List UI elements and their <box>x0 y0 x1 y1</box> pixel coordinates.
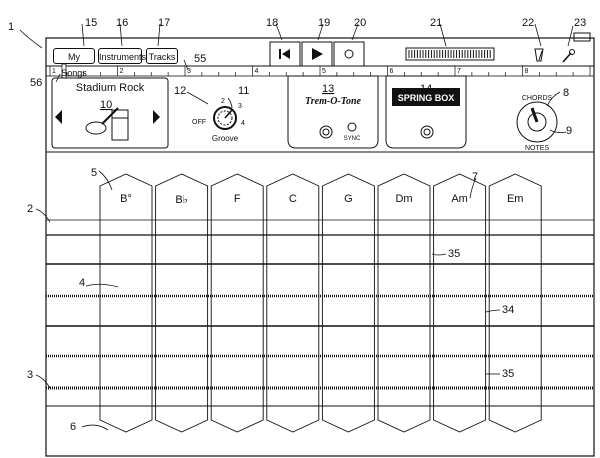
chord-label: Am <box>451 193 468 205</box>
instrument-selector[interactable] <box>51 77 169 149</box>
switch-lever <box>530 107 539 123</box>
ref-5: 5 <box>91 167 97 179</box>
ruler-label: 4 <box>255 68 259 75</box>
ref-2: 2 <box>27 203 33 215</box>
chord-strips[interactable] <box>99 173 542 433</box>
ref-16: 16 <box>116 17 128 29</box>
chord-label: B♭ <box>175 194 188 206</box>
ref-20: 20 <box>354 17 366 29</box>
record-icon <box>344 49 354 59</box>
chord-strip[interactable] <box>99 173 153 433</box>
volume-meter-ticks <box>408 50 491 58</box>
reverb-footswitch[interactable] <box>420 125 434 139</box>
chord-label: G <box>344 193 353 205</box>
ref-15: 15 <box>85 17 97 29</box>
footswitch-inner <box>322 128 330 136</box>
chord-strip[interactable] <box>377 173 431 433</box>
ref-10: 10 <box>100 99 112 111</box>
chord-label: C <box>288 193 297 205</box>
ref-21: 21 <box>430 17 442 29</box>
tracks-button[interactable]: Tracks <box>146 48 178 64</box>
notes-label: NOTES <box>525 145 549 152</box>
ruler-labels: 1 2 3 4 5 6 7 8 <box>52 68 529 75</box>
volume-slider[interactable] <box>405 47 495 61</box>
tremolo-footswitch[interactable] <box>319 125 333 139</box>
ruler-label: 6 <box>390 68 394 75</box>
ref-23: 23 <box>574 17 586 29</box>
ref-4: 4 <box>79 277 85 289</box>
instruments-button[interactable]: Instruments <box>98 48 146 64</box>
ref-7: 7 <box>472 171 478 183</box>
footswitch-inner <box>423 128 431 136</box>
ref-9: 9 <box>566 125 572 137</box>
ruler-label: 3 <box>187 68 191 75</box>
groove-3-label: 3 <box>238 103 242 110</box>
groove-label: Groove <box>212 134 239 143</box>
record-button[interactable] <box>333 41 365 67</box>
chord-label: Em <box>506 193 524 205</box>
chord-strip[interactable] <box>266 173 320 433</box>
groove-labels: OFF 2 3 4 Groove <box>192 98 245 143</box>
tremolo-pedal-name: Trem-O-Tone <box>305 96 361 107</box>
ref-3: 3 <box>27 369 33 381</box>
chord-label: Dm <box>395 193 413 205</box>
chord-strip[interactable] <box>210 173 264 433</box>
rewind-icon <box>279 49 290 59</box>
pedal-label-plate <box>392 88 460 106</box>
guitar-amp-icon <box>85 107 129 141</box>
ref-55: 55 <box>194 53 206 65</box>
ref-11: 11 <box>238 85 249 97</box>
ref-13: 13 <box>322 83 334 95</box>
chord-strip[interactable] <box>433 173 487 433</box>
groove-off-label: OFF <box>192 119 206 126</box>
wrench-icon[interactable] <box>562 49 575 63</box>
chord-strip[interactable] <box>155 173 209 433</box>
ruler-label: 2 <box>120 68 124 75</box>
ref-18: 18 <box>266 17 278 29</box>
spring-box-pedal-name: SPRING BOX <box>398 93 455 103</box>
reference-leaders <box>19 23 574 431</box>
ref-56: 56 <box>30 77 42 89</box>
groove-4-label: 4 <box>241 120 245 127</box>
sync-label: SYNC <box>344 136 361 142</box>
ref-14: 14 <box>420 83 432 95</box>
window-button[interactable] <box>573 32 591 42</box>
previous-instrument-arrow[interactable] <box>55 110 62 124</box>
ref-12: 12 <box>174 85 186 97</box>
chord-strip[interactable] <box>488 173 542 433</box>
reference-numerals: 1 2 3 4 5 6 7 8 9 10 11 12 13 14 15 16 1… <box>8 17 586 433</box>
ref-17: 17 <box>158 17 170 29</box>
chord-label: F <box>233 193 241 205</box>
sync-button[interactable] <box>347 122 357 132</box>
switch-bezel <box>527 112 547 132</box>
groove-knob-pointer <box>224 109 233 119</box>
guitar-strings[interactable] <box>46 219 594 407</box>
ref-35: 35 <box>502 368 514 380</box>
my-songs-button[interactable]: My Songs <box>53 48 95 78</box>
ref-8: 8 <box>563 87 569 99</box>
ruler-ticks <box>49 66 591 76</box>
ref-35: 35 <box>448 248 460 260</box>
tremolo-pedal[interactable] <box>287 75 379 149</box>
ref-34: 34 <box>502 304 514 316</box>
ref-19: 19 <box>318 17 330 29</box>
ruler-label: 8 <box>525 68 529 75</box>
ruler-label: 1 <box>52 68 56 75</box>
ruler-label: 7 <box>457 68 461 75</box>
ref-1: 1 <box>8 21 14 33</box>
ruler-label: 5 <box>322 68 326 75</box>
metronome-icon[interactable] <box>534 48 544 62</box>
screen-frame <box>45 37 595 457</box>
ref-22: 22 <box>522 17 534 29</box>
ref-6: 6 <box>70 421 76 433</box>
groove-2-label: 2 <box>221 98 225 105</box>
chords-label: CHORDS <box>522 95 553 102</box>
instrument-name: Stadium Rock <box>76 82 145 94</box>
groove-knob-ridges <box>217 110 233 126</box>
next-instrument-arrow[interactable] <box>153 110 160 124</box>
chord-strip[interactable] <box>321 173 375 433</box>
play-icon <box>312 48 323 60</box>
chord-label: B° <box>120 193 132 205</box>
